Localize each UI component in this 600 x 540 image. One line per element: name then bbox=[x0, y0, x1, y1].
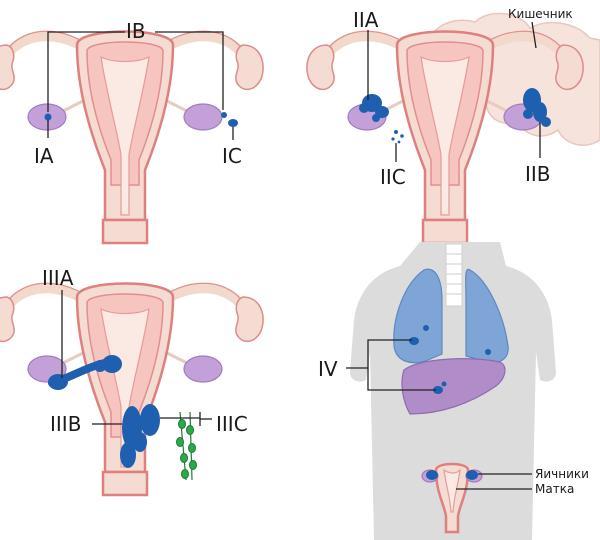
label-uterus: Матка bbox=[535, 482, 574, 496]
liver bbox=[401, 358, 506, 415]
lymph-nodes bbox=[176, 411, 197, 481]
lead-ib bbox=[47, 31, 125, 112]
label-ic: IC bbox=[222, 144, 242, 168]
label-iv: IV bbox=[318, 357, 338, 381]
label-ovaries: Яичники bbox=[535, 467, 589, 481]
tumor-ia bbox=[44, 113, 52, 121]
label-ib: IB bbox=[126, 19, 146, 43]
lung-left bbox=[393, 268, 443, 364]
label-iib: IIB bbox=[525, 162, 551, 186]
panel-stage-iv: IV Яичники Матка bbox=[318, 242, 589, 540]
panel-stage-iii: IIIA IIIB IIIC bbox=[0, 266, 263, 495]
tumor-ic bbox=[228, 119, 238, 127]
label-iia: IIA bbox=[353, 8, 379, 32]
panel-stage-ii: IIA IIC IIB Кишечник bbox=[307, 7, 600, 243]
panel-stage-i: IB IA IC bbox=[0, 19, 263, 243]
lung-right bbox=[465, 268, 509, 364]
label-iiia: IIIA bbox=[42, 266, 74, 290]
label-ia: IA bbox=[34, 144, 54, 168]
small-reproductive-organs bbox=[421, 462, 483, 534]
label-iic: IIC bbox=[380, 165, 406, 189]
label-bowel: Кишечник bbox=[508, 7, 573, 21]
label-iiib: IIIB bbox=[50, 412, 81, 436]
label-iiic: IIIC bbox=[216, 412, 248, 436]
lead-iv bbox=[346, 339, 412, 369]
